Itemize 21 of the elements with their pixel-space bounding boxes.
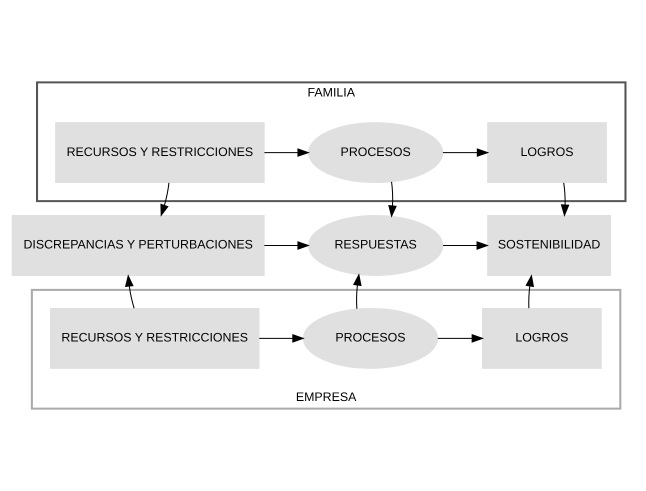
node-box: DISCREPANCIAS Y PERTURBACIONES bbox=[12, 215, 265, 276]
arrow bbox=[160, 182, 170, 217]
node-box: LOGROS bbox=[487, 122, 607, 184]
node-box: SOSTENIBILIDAD bbox=[487, 215, 612, 276]
arrow bbox=[443, 241, 489, 250]
node-box: RECURSOS Y RESTRICCIONES bbox=[55, 122, 265, 184]
node-ellipse: PROCESOS bbox=[302, 308, 438, 369]
arrow bbox=[259, 334, 305, 343]
arrow bbox=[264, 148, 310, 157]
node-box: RECURSOS Y RESTRICCIONES bbox=[50, 308, 260, 369]
arrow bbox=[438, 334, 484, 343]
node-ellipse: RESPUESTAS bbox=[308, 215, 444, 276]
arrow bbox=[525, 274, 534, 308]
arrow bbox=[560, 182, 570, 217]
arrow bbox=[388, 182, 397, 218]
arrow bbox=[353, 273, 362, 309]
node-ellipse: PROCESOS bbox=[308, 122, 444, 184]
arrow bbox=[442, 148, 490, 157]
arrow bbox=[125, 274, 135, 308]
node-box: LOGROS bbox=[482, 308, 602, 369]
arrow bbox=[264, 241, 310, 250]
